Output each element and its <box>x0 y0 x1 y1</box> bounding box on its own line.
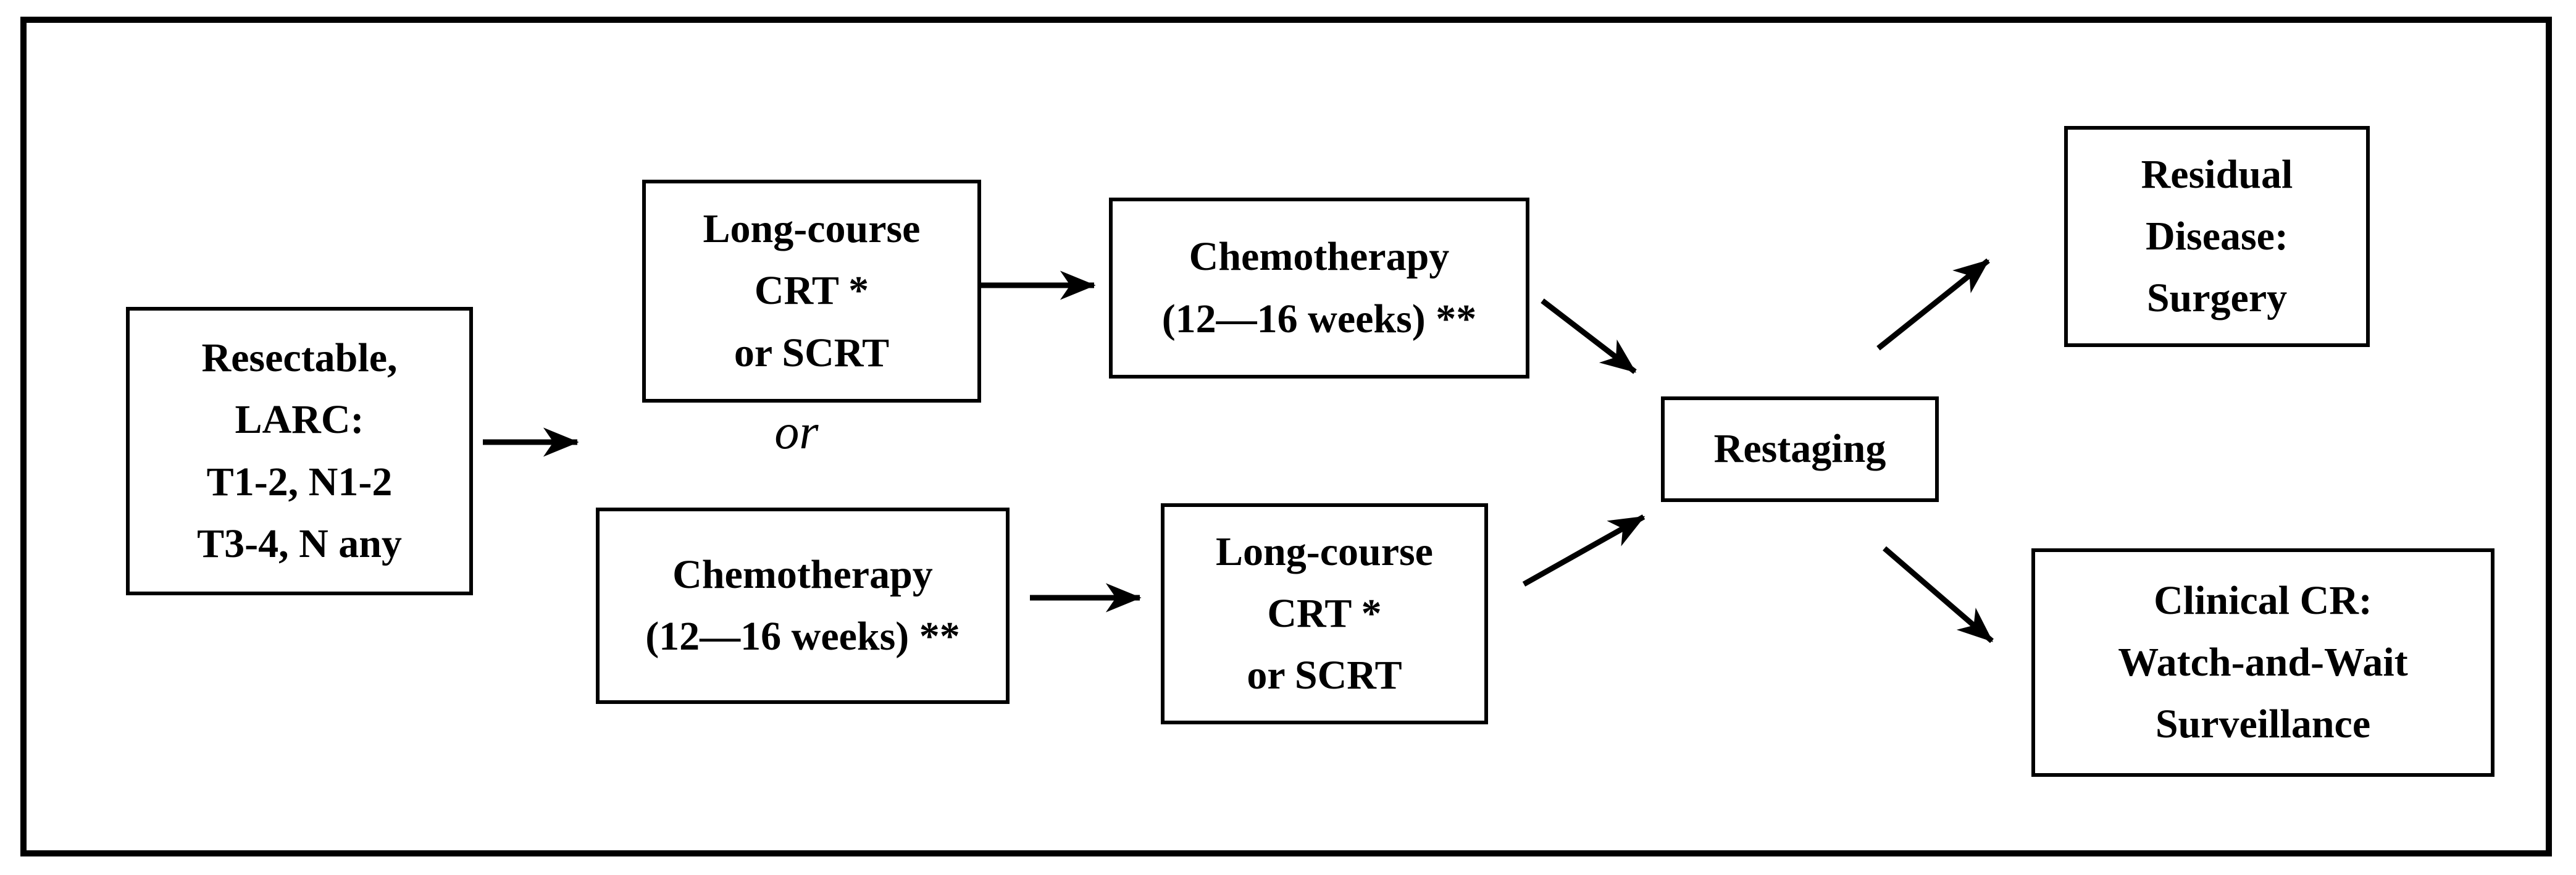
node-longcourse-crt-first-label: Long-course CRT * or SCRT <box>703 206 921 375</box>
node-resectable-larc-label: Resectable, LARC: T1-2, N1-2 T3-4, N any <box>197 335 402 566</box>
node-residual-disease: Residual Disease: Surgery <box>2064 126 2370 347</box>
node-longcourse-crt-second: Long-course CRT * or SCRT <box>1161 503 1488 724</box>
node-chemotherapy-second: Chemotherapy (12—16 weeks) ** <box>1109 198 1529 379</box>
node-restaging: Restaging <box>1661 396 1939 502</box>
or-branch-label: or <box>774 405 819 459</box>
node-chemotherapy-first-label: Chemotherapy (12—16 weeks) ** <box>645 551 960 659</box>
node-longcourse-crt-second-label: Long-course CRT * or SCRT <box>1216 529 1433 698</box>
node-resectable-larc: Resectable, LARC: T1-2, N1-2 T3-4, N any <box>126 307 473 595</box>
node-residual-disease-label: Residual Disease: Surgery <box>2141 151 2293 321</box>
node-clinical-cr: Clinical CR: Watch-and-Wait Surveillance <box>2031 548 2494 777</box>
node-restaging-label: Restaging <box>1713 426 1886 472</box>
node-longcourse-crt-first: Long-course CRT * or SCRT <box>642 180 981 403</box>
node-clinical-cr-label: Clinical CR: Watch-and-Wait Surveillance <box>2118 577 2408 747</box>
node-chemotherapy-first: Chemotherapy (12—16 weeks) ** <box>596 508 1010 704</box>
node-chemotherapy-second-label: Chemotherapy (12—16 weeks) ** <box>1161 234 1477 341</box>
